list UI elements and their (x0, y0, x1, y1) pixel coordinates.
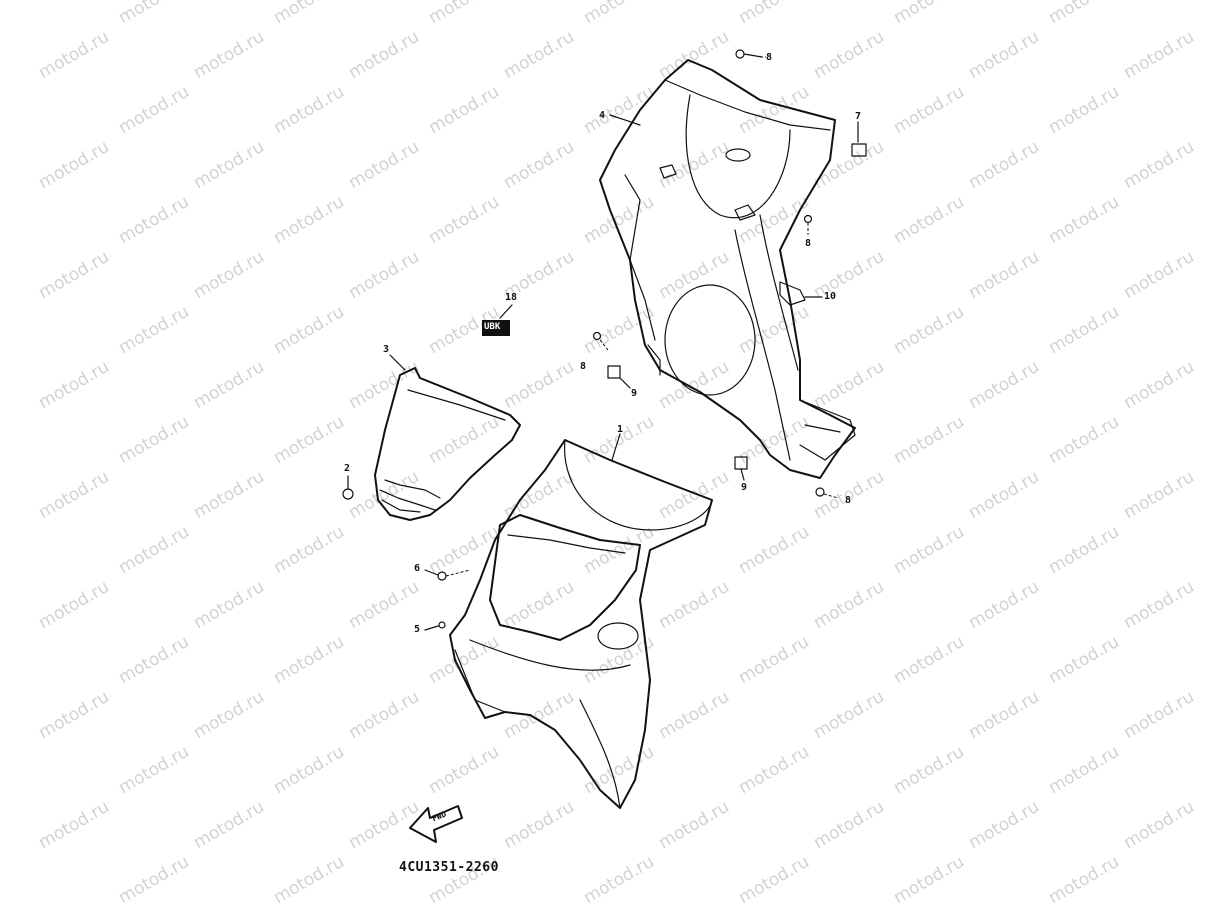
callout-4: 4 (599, 110, 606, 121)
callout-10: 10 (824, 291, 837, 302)
front-cover-part-1 (449, 439, 713, 809)
callout-8-left: 8 (580, 361, 587, 372)
callout-5: 5 (414, 624, 421, 635)
callout-9-upper: 9 (631, 388, 638, 399)
callout-6: 6 (414, 563, 421, 574)
callout-8-bottom: 8 (845, 495, 852, 506)
ubk-badge-label: UBK (484, 322, 501, 332)
callout-2: 2 (344, 463, 351, 474)
callout-9-lower: 9 (741, 482, 748, 493)
leader-lines (347, 56, 859, 631)
drawing-code: 4CU1351-2260 (399, 860, 499, 875)
callout-1: 1 (617, 424, 624, 435)
top-cover-part-3 (374, 367, 521, 521)
fwd-arrow-icon (409, 805, 463, 843)
callout-8-top: 8 (766, 52, 773, 63)
callout-8-right: 8 (805, 238, 812, 249)
ubk-badge (482, 320, 510, 336)
inner-panel-part-4 (599, 59, 856, 479)
fasteners (342, 49, 867, 629)
callout-7: 7 (855, 111, 862, 122)
callout-3: 3 (383, 344, 390, 355)
callout-18: 18 (505, 292, 518, 303)
